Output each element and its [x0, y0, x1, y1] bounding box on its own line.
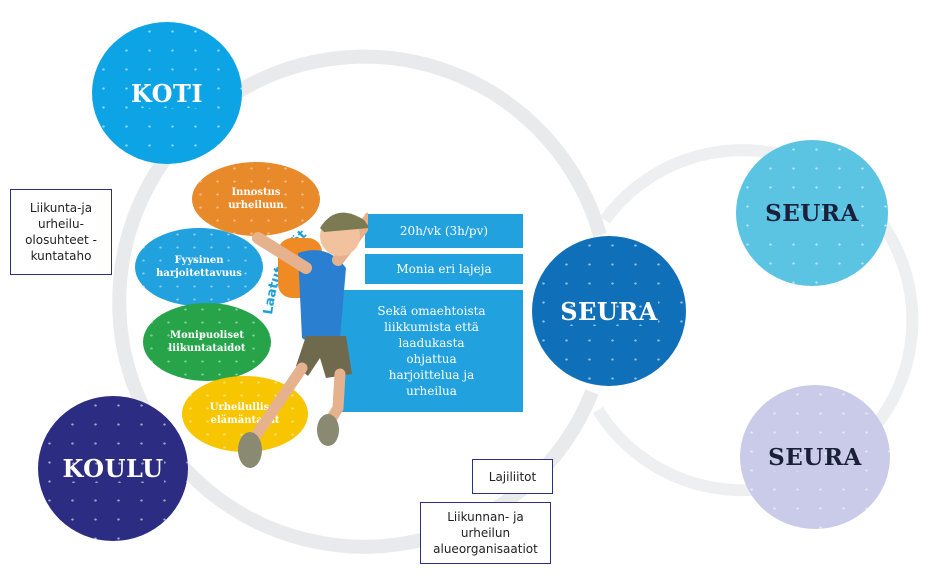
lajiliitot-box: Lajiliitot [472, 459, 553, 494]
seura-bottom-circle: SEURA [740, 385, 890, 529]
lajiliitot-label: Lajiliitot [488, 469, 537, 484]
seura-top-circle: SEURA [736, 140, 888, 286]
monipuoliset-label: Monipuoliset liikuntataidot [168, 330, 246, 354]
seura-main-label: SEURA [560, 296, 658, 326]
training-panel: Sekä omaehtoista liikkumista että laaduk… [340, 290, 523, 412]
left-shoe [238, 432, 262, 468]
koulu-circle: KOULU [38, 396, 188, 541]
alue-label: Liikunnan- ja urheilun alueorganisaatiot [433, 510, 538, 556]
innostus-label: Innostus urheiluun [228, 187, 284, 211]
seura-bottom-label: SEURA [768, 443, 862, 471]
shorts-shape [296, 336, 352, 378]
training-label: Sekä omaehtoista liikkumista että laaduk… [377, 304, 486, 398]
left-leg [244, 362, 308, 450]
right-shoe [317, 414, 339, 446]
alue-box: Liikunnan- ja urheilun alueorganisaatiot [420, 502, 551, 564]
koulu-label: KOULU [62, 454, 164, 483]
shirt-shape [298, 250, 346, 344]
small-ring-arc [592, 144, 919, 497]
hours-panel: 20h/vk (3h/pv) [365, 214, 523, 248]
seura-main-circle: SEURA [532, 236, 686, 386]
jumping-child-illustration [238, 212, 368, 468]
left-arm [252, 232, 312, 274]
fyysinen-label: Fyysinen harjoitettavuus [156, 255, 242, 279]
koti-circle: KOTI [92, 22, 242, 164]
kunta-box: Liikunta-ja urheilu-olosuhteet -kuntatah… [10, 189, 112, 275]
elamantavat-label: Urheilulliset elämäntavat [209, 402, 281, 426]
monipuoliset-bubble: Monipuoliset liikuntataidot [143, 303, 271, 381]
sports-panel: Monia eri lajeja [365, 254, 523, 284]
cap-shape [320, 212, 368, 232]
innostus-bubble: Innostus urheiluun [192, 162, 320, 236]
kunta-label: Liikunta-ja urheilu-olosuhteet -kuntatah… [25, 201, 97, 263]
seura-top-label: SEURA [765, 199, 859, 227]
sports-label: Monia eri lajeja [396, 262, 492, 276]
hours-label: 20h/vk (3h/pv) [399, 224, 489, 238]
koti-label: KOTI [130, 78, 204, 108]
fyysinen-bubble: Fyysinen harjoitettavuus [135, 228, 263, 306]
